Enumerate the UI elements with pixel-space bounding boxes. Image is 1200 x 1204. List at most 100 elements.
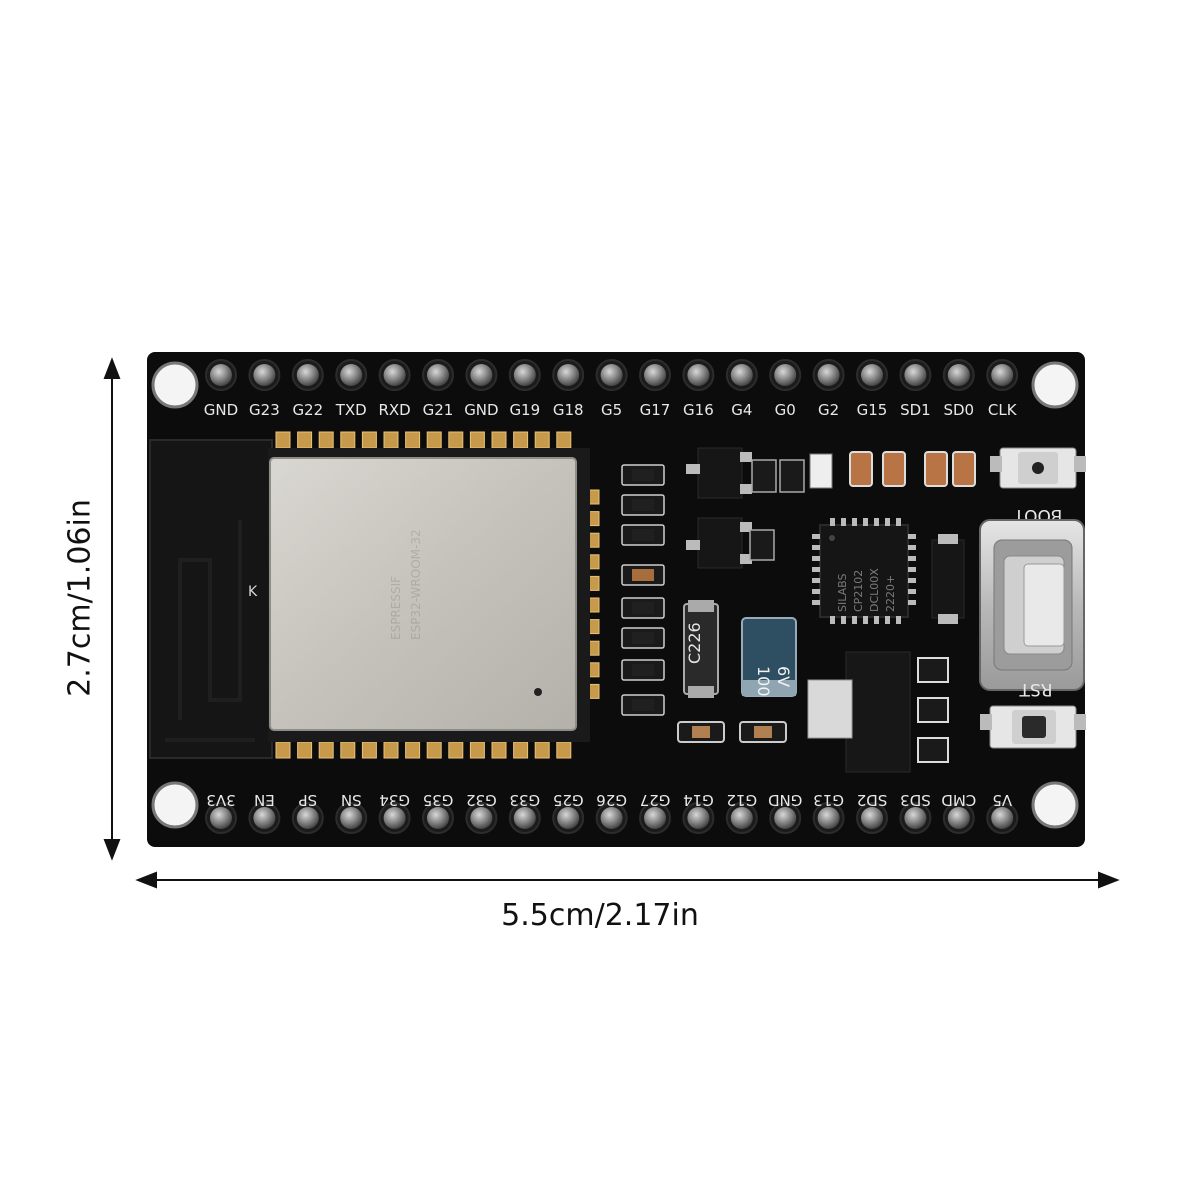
pin-label-bottom: SN: [341, 791, 362, 809]
chip-marking: SILABS: [836, 574, 849, 612]
header-pin-bottom: [595, 802, 628, 834]
header-pin-bottom: [422, 802, 454, 834]
pin-label-bottom: G34: [379, 791, 410, 809]
top-header-pins: [205, 359, 1019, 391]
svg-text:ESPRESSIF: ESPRESSIF: [389, 576, 403, 640]
mounting-holes: [151, 361, 1079, 829]
header-pin-top: [899, 359, 932, 391]
pin-label-bottom: G26: [596, 791, 627, 809]
header-pin-bottom: [856, 802, 888, 834]
header-pin-top: [812, 359, 845, 391]
tantalum-capacitor: C226: [683, 600, 719, 698]
pin-label-top: GND: [464, 401, 498, 419]
pin-label-bottom: EN: [254, 791, 275, 809]
rst-label: RST: [1019, 679, 1053, 699]
pin-label-bottom: SP: [299, 791, 318, 809]
header-pin-bottom: [205, 802, 237, 834]
header-pin-top: [725, 359, 758, 391]
pin-label-bottom: CMD: [941, 791, 976, 809]
header-pin-top: [378, 359, 411, 391]
pin-label-top: G21: [423, 401, 454, 419]
header-pin-top: [552, 359, 585, 391]
pin-label-top: G19: [509, 401, 540, 419]
height-dimension-arrow: [103, 357, 121, 861]
pin-label-bottom: G27: [640, 791, 671, 809]
header-pin-bottom: [639, 802, 671, 834]
header-pin-top: [465, 359, 498, 391]
small-capacitors: [677, 721, 787, 743]
header-pin-bottom: [552, 802, 585, 834]
header-pin-top: [986, 359, 1019, 391]
antenna-mark: K: [248, 584, 258, 600]
pin-label-top: G5: [601, 401, 622, 419]
pin-label-top: G18: [553, 401, 584, 419]
usb-c-connector[interactable]: [979, 519, 1085, 691]
header-pin-bottom: [812, 802, 845, 834]
pin-label-bottom: SD2: [857, 791, 888, 809]
header-pin-top: [248, 359, 281, 391]
header-pin-bottom: [942, 802, 975, 834]
header-pin-bottom: [986, 802, 1019, 834]
pin-label-bottom: G12: [726, 791, 757, 809]
pin-label-top: SD0: [943, 401, 974, 419]
pin-label-bottom: GND: [768, 791, 802, 809]
smd-components: [686, 447, 976, 624]
pin-label-bottom: SD3: [900, 791, 931, 809]
svg-text:ESP32-WROOM-32: ESP32-WROOM-32: [409, 529, 423, 640]
pin-label-bottom: 3V3: [206, 791, 235, 809]
module-shield: [269, 457, 577, 731]
electrolytic-capacitor: 100 6V: [741, 617, 797, 697]
chip-marking: CP2102: [852, 570, 865, 612]
header-pin-bottom: [508, 802, 541, 834]
pin-label-bottom: G13: [813, 791, 844, 809]
pin-label-top: SD1: [900, 401, 931, 419]
pin-label-top: G17: [640, 401, 671, 419]
pin-label-top: RXD: [378, 401, 410, 419]
height-dimension-label: 2.7cm/1.06in: [62, 499, 98, 697]
header-pin-top: [682, 359, 715, 391]
pin-label-bottom: G14: [683, 791, 714, 809]
pin-label-top: GND: [204, 401, 238, 419]
header-pin-bottom: [725, 802, 758, 834]
svg-text:C226: C226: [685, 622, 704, 664]
header-pin-top: [205, 359, 237, 391]
bottom-header-pins: [205, 802, 1019, 834]
resistor-column: [621, 464, 665, 716]
header-pin-top: [508, 359, 541, 391]
header-pin-top: [291, 359, 324, 391]
pin-label-bottom: G35: [423, 791, 454, 809]
voltage-regulator: [807, 651, 949, 773]
reset-button[interactable]: [980, 705, 1086, 749]
pin-label-top: G22: [292, 401, 323, 419]
header-pin-top: [942, 359, 975, 391]
chip-marking: 2220+: [884, 575, 897, 612]
pin-label-top: G2: [818, 401, 839, 419]
header-pin-top: [422, 359, 454, 391]
header-pin-top: [595, 359, 628, 391]
pin-label-top: CLK: [988, 401, 1018, 419]
header-pin-top: [856, 359, 888, 391]
header-pin-bottom: [899, 802, 932, 834]
header-pin-bottom: [248, 802, 281, 834]
pin-label-top: G23: [249, 401, 280, 419]
width-dimension-arrow: [135, 871, 1120, 889]
chip-marking: DCL00X: [868, 568, 881, 612]
header-pin-top: [769, 359, 802, 391]
header-pin-bottom: [769, 802, 802, 834]
header-pin-top: [639, 359, 671, 391]
pin-label-bottom: V5: [992, 791, 1012, 809]
header-pin-bottom: [682, 802, 715, 834]
pin-label-top: G16: [683, 401, 714, 419]
pin-label-top: G4: [731, 401, 752, 419]
header-pin-top: [335, 359, 368, 391]
header-pin-bottom: [465, 802, 498, 834]
svg-text:6V: 6V: [774, 666, 793, 687]
boot-button[interactable]: [990, 447, 1086, 489]
pin-label-bottom: G25: [553, 791, 584, 809]
width-dimension-label: 5.5cm/2.17in: [501, 898, 699, 933]
